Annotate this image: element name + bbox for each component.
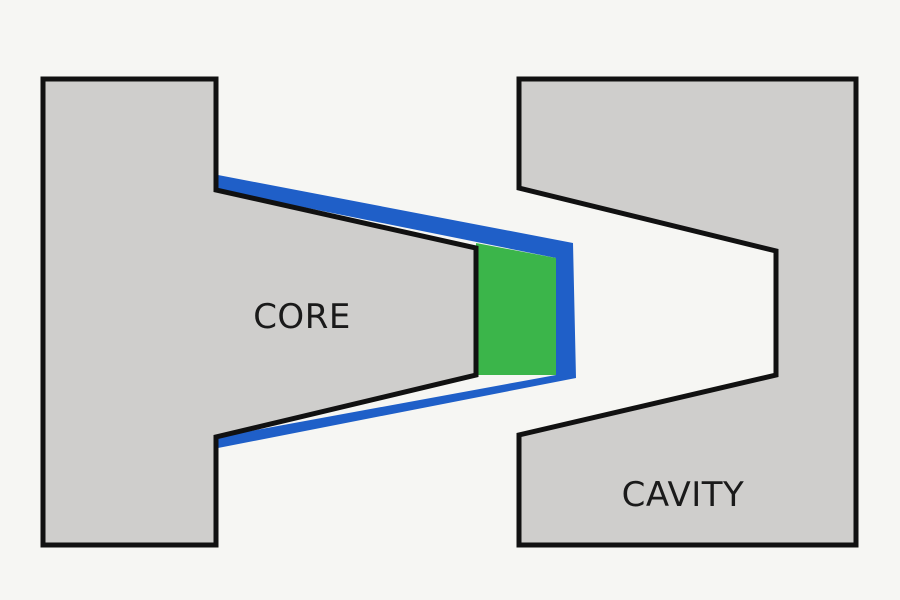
core-label: CORE: [253, 297, 351, 337]
cavity-label: CAVITY: [622, 475, 745, 515]
green-fill-layer: [476, 243, 556, 375]
core-block: [40, 76, 479, 548]
cavity-block: [516, 76, 859, 548]
blue-skin-layer: [218, 175, 576, 448]
